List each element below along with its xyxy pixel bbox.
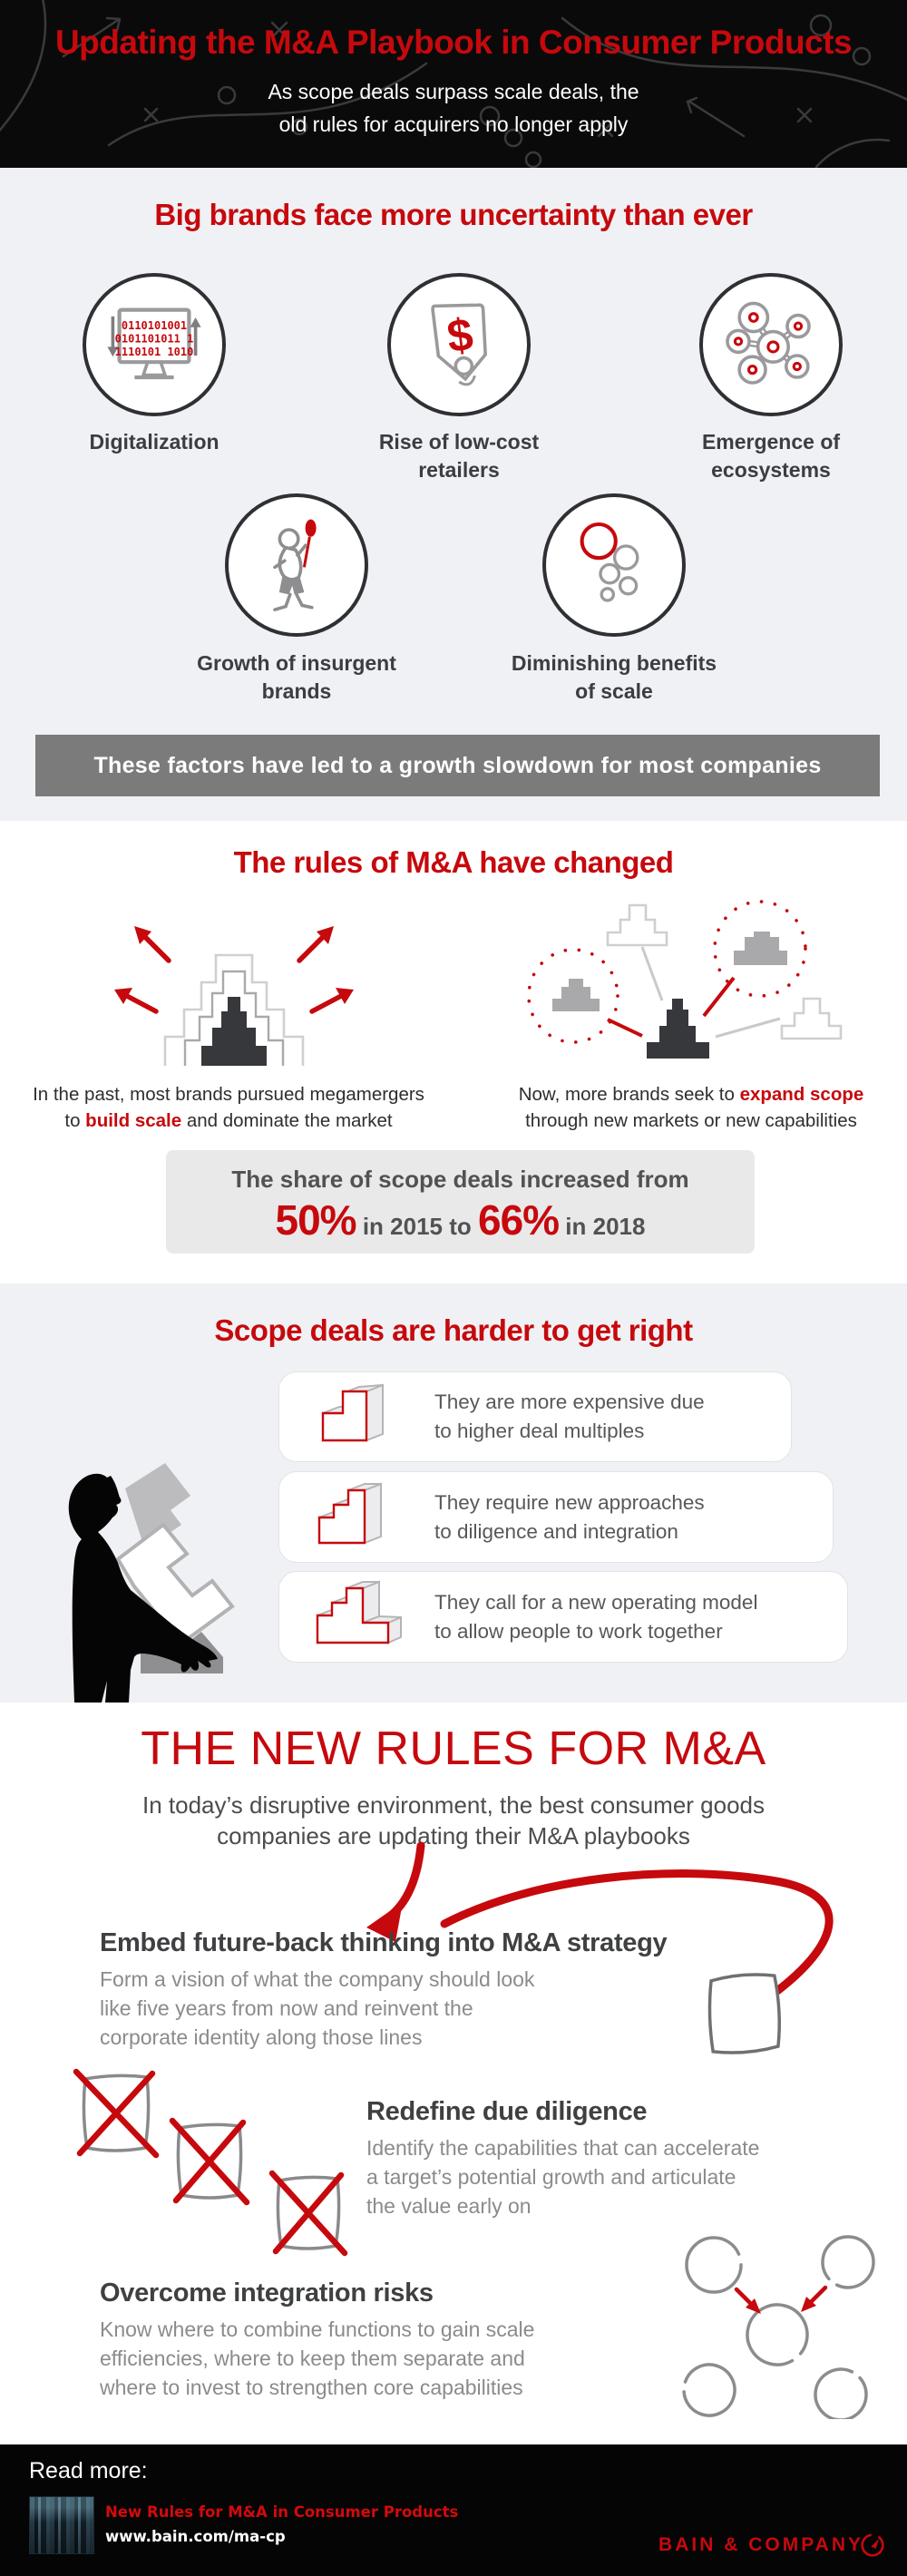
card-line: to diligence and integration bbox=[434, 1519, 678, 1543]
rule3-body: Know where to combine functions to gain … bbox=[100, 2315, 644, 2402]
past-caption-line1: In the past, most brands pursued megamer… bbox=[33, 1084, 424, 1105]
staircase-3d-icon bbox=[316, 1580, 402, 1644]
factor-label-line: Emergence of bbox=[701, 430, 841, 454]
staircase-3d-icon bbox=[321, 1383, 384, 1442]
harder-card-2: They require new approaches to diligence… bbox=[278, 1471, 834, 1563]
rule-body-line: where to invest to strengthen core capab… bbox=[100, 2376, 523, 2399]
read-more-label: Read more: bbox=[29, 2458, 148, 2483]
card-text: They require new approaches to diligence… bbox=[434, 1488, 705, 1547]
past-caption: In the past, most brands pursued megamer… bbox=[29, 1081, 428, 1134]
expand-scope-highlight: expand scope bbox=[739, 1084, 864, 1105]
article-thumbnail-image[interactable] bbox=[29, 2496, 94, 2554]
card-line: They require new approaches bbox=[434, 1490, 705, 1514]
now-caption-line2: through new markets or new capabilities bbox=[525, 1110, 857, 1131]
factor-label-line: Digitalization bbox=[89, 430, 219, 454]
factor-label-digitalization: Digitalization bbox=[36, 428, 272, 456]
document-sketch-icon bbox=[707, 1973, 782, 2054]
playbook-doodle-background bbox=[0, 0, 907, 168]
dollar-sign: $ bbox=[444, 307, 476, 362]
factor-label-line: Rise of low-cost bbox=[378, 430, 540, 454]
swoosh-arrow bbox=[366, 1841, 834, 2003]
card-text: They call for a new operating model to a… bbox=[434, 1588, 757, 1646]
factor-label-ecosystems: Emergence of ecosystems bbox=[653, 428, 889, 484]
factor-label-line: retailers bbox=[418, 458, 500, 482]
rule-body-line: Know where to combine functions to gain … bbox=[100, 2317, 535, 2341]
now-caption-line1: Now, more brands seek to expand scope bbox=[518, 1084, 864, 1105]
factor-label-line: brands bbox=[261, 679, 332, 703]
rule2-body: Identify the capabilities that can accel… bbox=[366, 2133, 874, 2220]
hero-section-bg bbox=[0, 0, 907, 168]
article-link-url[interactable]: www.bain.com/ma-cp bbox=[105, 2528, 286, 2545]
card-line: to allow people to work together bbox=[434, 1619, 723, 1643]
bain-logo-icon bbox=[861, 2533, 884, 2557]
new-rules-title: THE NEW RULES FOR M&A bbox=[141, 1722, 766, 1775]
uncertainty-section-bg bbox=[0, 168, 907, 821]
footer-section-bg bbox=[0, 2444, 907, 2576]
factor-label-line: of scale bbox=[575, 679, 653, 703]
card-text: They are more expensive due to higher de… bbox=[434, 1388, 705, 1446]
factor-low-cost-retailers: $ bbox=[387, 273, 531, 416]
new-rules-subtitle-line2: companies are updating their M&A playboo… bbox=[217, 1822, 690, 1849]
article-link-title[interactable]: New Rules for M&A in Consumer Products bbox=[105, 2503, 459, 2521]
ecosystem-network-icon bbox=[726, 301, 811, 385]
stat-intro: The share of scope deals increased from bbox=[231, 1166, 689, 1193]
factor-label-diminishing-scale: Diminishing benefits of scale bbox=[496, 649, 732, 706]
card-line: They are more expensive due bbox=[434, 1390, 705, 1413]
page-subtitle-line1: As scope deals surpass scale deals, the bbox=[268, 80, 639, 103]
bain-company-wordmark: BAIN & COMPANY bbox=[658, 2534, 863, 2555]
rule-body-line: the value early on bbox=[366, 2194, 532, 2218]
build-scale-highlight: build scale bbox=[85, 1110, 182, 1131]
rule-body-line: Form a vision of what the company should… bbox=[100, 1967, 535, 1991]
rule3-heading: Overcome integration risks bbox=[100, 2278, 434, 2308]
rule1-body: Form a vision of what the company should… bbox=[100, 1965, 626, 2052]
binary-row-1: 0110101001 bbox=[122, 319, 187, 332]
insurgent-figure-icon bbox=[273, 519, 317, 611]
crossed-out-boxes-icon bbox=[73, 2068, 348, 2257]
merging-circles-icon bbox=[682, 2235, 875, 2419]
factor-label-line: Growth of insurgent bbox=[197, 651, 396, 675]
factor-diminishing-scale bbox=[542, 493, 686, 637]
harder-card-3: They call for a new operating model to a… bbox=[278, 1571, 848, 1663]
harder-card-1: They are more expensive due to higher de… bbox=[278, 1371, 792, 1462]
factor-digitalization: 0110101001 0101101011 1 1110101 1010 bbox=[83, 273, 226, 416]
growth-slowdown-banner: These factors have led to a growth slowd… bbox=[35, 735, 880, 796]
scope-share-stat-box: The share of scope deals increased from … bbox=[166, 1150, 755, 1254]
now-caption: Now, more brands seek to expand scope th… bbox=[492, 1081, 891, 1134]
monitor-binary-icon: 0110101001 0101101011 1 1110101 1010 bbox=[107, 307, 201, 380]
rule-body-line: a target’s potential growth and articula… bbox=[366, 2165, 736, 2189]
man-carrying-blocks-illustration bbox=[68, 1463, 235, 1703]
factor-label-insurgent-brands: Growth of insurgent brands bbox=[179, 649, 414, 706]
new-rules-subtitle-line1: In today’s disruptive environment, the b… bbox=[141, 1791, 766, 1819]
rule2-heading: Redefine due diligence bbox=[366, 2097, 648, 2126]
binary-row-2: 0101101011 1 bbox=[115, 333, 194, 346]
stat-value-2015: 50% bbox=[275, 1196, 357, 1244]
uncertainty-title: Big brands face more uncertainty than ev… bbox=[154, 198, 753, 231]
card-line: to higher deal multiples bbox=[434, 1420, 645, 1442]
page-title: Updating the M&A Playbook in Consumer Pr… bbox=[54, 24, 853, 61]
factor-ecosystems bbox=[699, 273, 843, 416]
stat-values: 50% in 2015 to 66% in 2018 bbox=[275, 1196, 646, 1244]
rule-body-line: Identify the capabilities that can accel… bbox=[366, 2136, 760, 2160]
card-line: They call for a new operating model bbox=[434, 1590, 758, 1614]
factor-insurgent-brands bbox=[225, 493, 368, 637]
factor-label-line: Diminishing benefits bbox=[511, 651, 717, 675]
harder-title: Scope deals are harder to get right bbox=[214, 1313, 693, 1347]
past-caption-line2: to build scale and dominate the market bbox=[64, 1110, 393, 1131]
diminishing-circles-icon bbox=[580, 522, 639, 602]
rule1-heading: Embed future-back thinking into M&A stra… bbox=[100, 1928, 668, 1957]
scale-megamerger-illustration bbox=[114, 926, 354, 1066]
banner-text: These factors have led to a growth slowd… bbox=[93, 752, 822, 778]
stat-value-2018: 66% bbox=[477, 1196, 560, 1244]
staircase-3d-icon bbox=[317, 1482, 382, 1544]
binary-row-3: 1110101 1010 bbox=[115, 346, 194, 358]
rule-body-line: like five years from now and reinvent th… bbox=[100, 1996, 473, 2020]
price-tag-icon: $ bbox=[431, 303, 487, 386]
factor-label-line: ecosystems bbox=[711, 458, 831, 482]
rule-body-line: efficiencies, where to keep them separat… bbox=[100, 2347, 525, 2370]
rules-title: The rules of M&A have changed bbox=[233, 845, 674, 879]
rule-body-line: corporate identity along those lines bbox=[100, 2025, 423, 2049]
factor-label-low-cost-retailers: Rise of low-cost retailers bbox=[341, 428, 577, 484]
page-subtitle-line2: old rules for acquirers no longer apply bbox=[278, 112, 629, 136]
expand-scope-illustration bbox=[527, 900, 843, 1059]
